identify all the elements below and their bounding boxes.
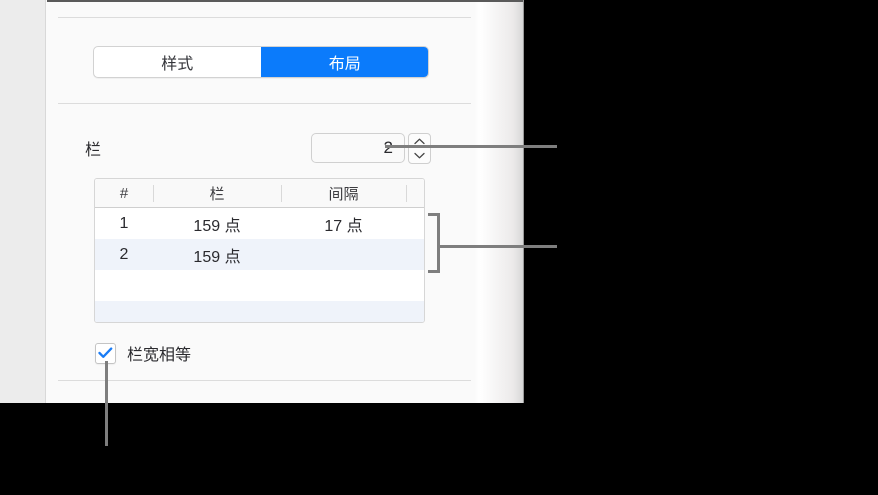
table-row	[95, 301, 424, 322]
panel-top-rule	[47, 0, 524, 2]
table-header-column[interactable]: 栏	[153, 179, 281, 207]
callout-line-checkbox	[105, 361, 108, 446]
format-inspector-panel: 样式 布局 栏 2 # 栏 间隔	[0, 0, 524, 403]
callout-bracket-table-bottom	[428, 270, 440, 273]
table-cell-gutter[interactable]: 17 点	[324, 217, 363, 235]
columns-stepper[interactable]	[408, 133, 431, 164]
toolbar-strip	[0, 0, 46, 403]
stepper-decrement-button[interactable]	[409, 149, 430, 164]
divider-bottom	[58, 380, 471, 381]
table-header-spacer	[406, 179, 424, 207]
tab-style[interactable]: 样式	[161, 56, 194, 73]
table-cell-number: 2	[119, 245, 129, 263]
panel-right-border	[523, 0, 524, 403]
columns-label: 栏	[85, 142, 102, 159]
table-row[interactable]: 2 159 点	[95, 239, 424, 270]
table-header-gutter[interactable]: 间隔	[281, 179, 406, 207]
divider-top	[58, 17, 471, 18]
callout-bracket-table-top	[428, 213, 440, 216]
style-layout-segmented-control[interactable]: 样式 布局	[93, 46, 429, 78]
table-header-number[interactable]: #	[119, 184, 129, 202]
table-header-row: # 栏 间隔	[95, 179, 424, 208]
tab-layout[interactable]: 布局	[260, 47, 428, 77]
chevron-up-icon	[414, 138, 425, 144]
table-cell-column-width[interactable]: 159 点	[193, 248, 241, 266]
table-cell-number: 1	[119, 214, 129, 232]
panel-content: 样式 布局 栏 2 # 栏 间隔	[47, 2, 477, 403]
table-cell-column-width[interactable]: 159 点	[193, 217, 241, 235]
stepper-increment-button[interactable]	[409, 134, 430, 149]
columns-count-input[interactable]: 2	[311, 133, 405, 163]
panel-edge-shadow	[474, 2, 524, 403]
divider-middle	[58, 103, 471, 104]
columns-count-value: 2	[384, 138, 393, 158]
checkmark-icon	[98, 347, 113, 358]
table-row[interactable]: 1 159 点 17 点	[95, 208, 424, 239]
callout-bracket-table	[437, 213, 440, 273]
equal-width-label: 栏宽相等	[127, 347, 192, 364]
equal-column-width-row[interactable]: 栏宽相等	[95, 341, 191, 365]
table-row	[95, 270, 424, 301]
callout-line-stepper	[385, 145, 557, 148]
columns-table[interactable]: # 栏 间隔 1 159 点 17 点 2 159 点	[94, 178, 425, 323]
callout-line-table	[437, 245, 557, 248]
chevron-down-icon	[414, 153, 425, 159]
